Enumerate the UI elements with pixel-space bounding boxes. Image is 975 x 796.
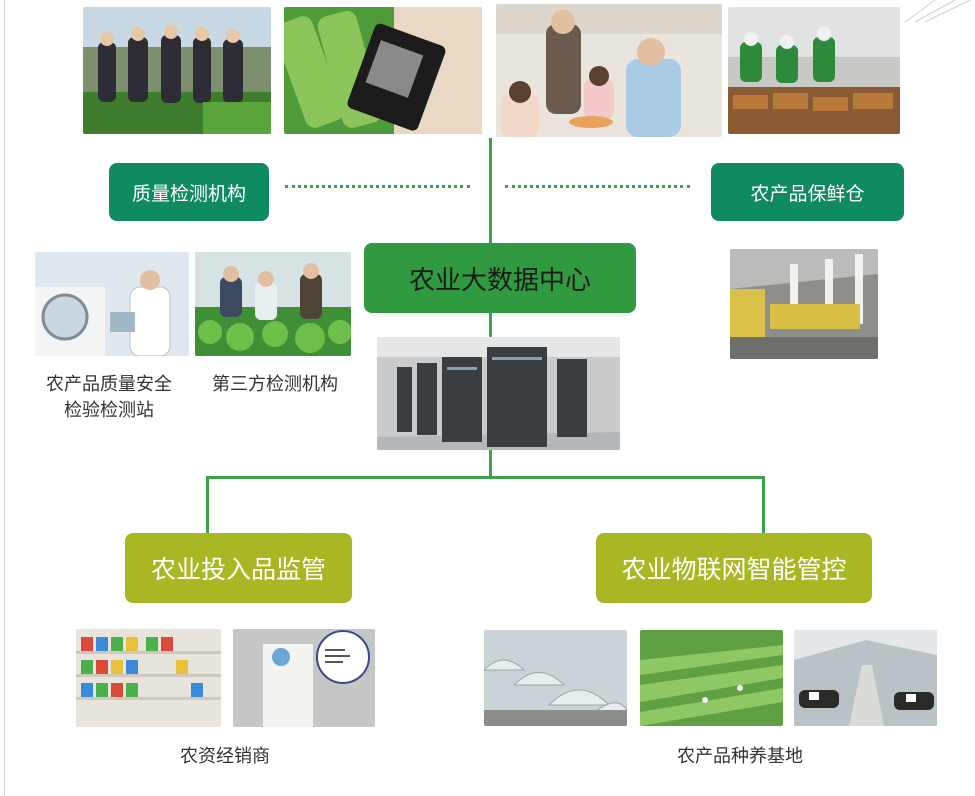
center-lower-connector [489, 450, 492, 478]
pesticide-shelf-photo [76, 629, 221, 727]
third-party-caption: 第三方检测机构 [212, 374, 338, 395]
left-branch-drop [206, 476, 209, 534]
horizontal-branch [206, 476, 765, 479]
dotted-connector-left [285, 185, 470, 188]
greenhouse-inspection-photo [195, 252, 351, 356]
right-branch-drop [762, 476, 765, 534]
input-supervision-node: 农业投入品监管 [125, 533, 352, 603]
safety-station-caption: 农产品质量安全 检验检测站 [46, 374, 172, 421]
lab-equipment-photo [35, 252, 189, 356]
quality-org-label: 质量检测机构 [131, 182, 246, 205]
big-data-center-label: 农业大数据中心 [408, 265, 591, 296]
server-room-photo [377, 337, 620, 450]
input-supervision-label: 农业投入品监管 [150, 555, 326, 584]
corner-decoration [904, 0, 971, 23]
family-meal-photo [496, 4, 722, 137]
canteen-food-photo [728, 7, 900, 134]
dealer-caption: 农资经销商 [180, 746, 270, 767]
vegetable-rows-photo [640, 630, 783, 726]
fresh-storage-node: 农产品保鲜仓 [711, 163, 904, 221]
warehouse-storage-photo [730, 249, 878, 359]
cattle-barn-photo [794, 630, 937, 726]
base-caption: 农产品种养基地 [677, 746, 803, 767]
iot-control-label: 农业物联网智能管控 [621, 555, 847, 584]
quality-org-node: 质量检测机构 [109, 163, 269, 221]
iot-control-node: 农业物联网智能管控 [596, 533, 872, 603]
greenhouses-photo [484, 630, 627, 726]
big-data-center-node: 农业大数据中心 [364, 243, 636, 313]
page-left-border [4, 0, 5, 796]
center-upper-connector [489, 313, 492, 338]
dotted-connector-right [505, 185, 690, 188]
fresh-storage-label: 农产品保鲜仓 [750, 182, 865, 205]
qr-code-scan-photo [284, 7, 482, 134]
field-inspection-photo [83, 7, 271, 134]
top-vertical-connector [489, 138, 492, 246]
product-label-photo [233, 629, 375, 727]
